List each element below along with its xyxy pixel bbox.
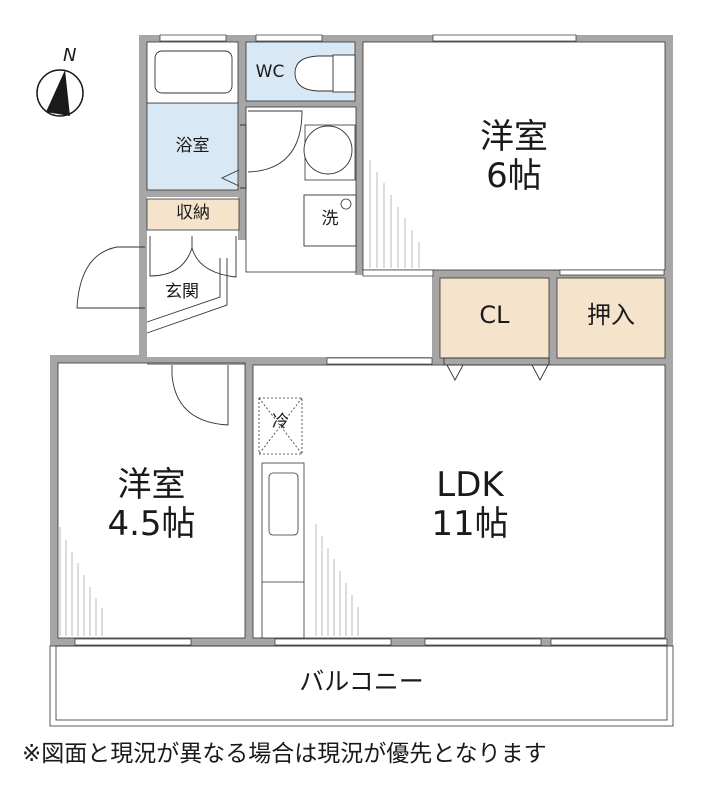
toilet-label: WC xyxy=(255,62,285,82)
storage-floor xyxy=(146,198,240,231)
western-room-6-outline xyxy=(362,41,666,271)
sink-icon xyxy=(268,472,299,536)
entrance-label: 玄関 xyxy=(165,282,199,302)
closet-label: CL xyxy=(479,301,510,329)
north-arrow-icon xyxy=(36,69,84,117)
fridge-space xyxy=(258,397,303,455)
room-size: 6帖 xyxy=(486,156,542,197)
washer-label: 洗 xyxy=(321,209,339,229)
entrance-door-icon xyxy=(76,246,145,309)
room-name: LDK xyxy=(436,465,504,505)
room-size: 11帖 xyxy=(431,504,509,545)
western-room-45-outline xyxy=(57,362,246,639)
room-name: 洋室 xyxy=(480,117,548,157)
doors xyxy=(76,110,550,426)
bathroom-label: 浴室 xyxy=(175,136,210,156)
western-room-6-label: 洋室 6帖 xyxy=(363,117,665,197)
room-size: 4.5帖 xyxy=(107,504,196,545)
storage-label: 収納 xyxy=(176,203,210,223)
oshiire-label: 押入 xyxy=(587,301,635,329)
washbasin-icon xyxy=(303,125,353,175)
compass-label: N xyxy=(63,45,77,66)
washroom-door-icon xyxy=(247,110,303,173)
fridge-label: 冷 xyxy=(272,412,289,432)
oshiire-floor xyxy=(556,277,666,359)
toilet-icon xyxy=(294,54,356,93)
windows xyxy=(74,34,668,646)
drain-icon xyxy=(340,198,352,210)
closet-floor xyxy=(439,277,550,359)
bathtub-icon xyxy=(154,50,233,94)
ldk-label: LDK 11帖 xyxy=(300,465,640,545)
balcony-label: バルコニー xyxy=(299,667,424,696)
kitchen-counter xyxy=(261,462,305,639)
bathroom-floor xyxy=(146,102,239,191)
disclaimer-note: ※図面と現況が異なる場合は現況が優先となります xyxy=(22,741,547,767)
flooring-hatch xyxy=(59,160,420,636)
western-room-45-label: 洋室 4.5帖 xyxy=(58,465,245,545)
room-name: 洋室 xyxy=(117,465,186,505)
